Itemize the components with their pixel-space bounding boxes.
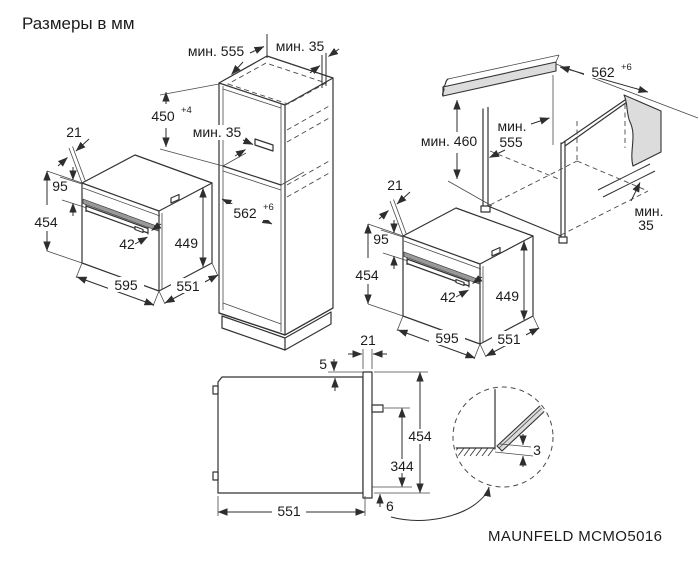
left-oven: 454 95 21 42 449 595 551 (34, 124, 219, 307)
handle-to-bottom-label: 344 (390, 458, 414, 474)
counter-depth-tolerance: +6 (621, 62, 632, 73)
detail-boundary (452, 386, 554, 488)
vent-slot (254, 138, 274, 152)
door-section (362, 371, 373, 499)
niche-left-panel (482, 106, 489, 207)
oven-front-overhang-label: 21 (387, 177, 403, 193)
niche-height-label: 450 (151, 108, 175, 124)
cabinet-shelf (222, 165, 282, 186)
side-vent-slot (170, 193, 180, 204)
cabinet-inner-depth-label: 562 (233, 205, 257, 221)
door-band (403, 251, 480, 285)
top-gap-label: 5 (319, 356, 327, 372)
oven-side-height-label: 449 (175, 235, 199, 251)
niche-height-tolerance: +4 (181, 105, 192, 116)
oven-width-label: 595 (114, 277, 138, 293)
section-height-label: 454 (408, 428, 432, 444)
leader-arrow (390, 486, 491, 521)
wall-panel (623, 94, 662, 167)
cabinet-inner-depth-tolerance: +6 (263, 202, 274, 213)
counter-depth-label: 562 (591, 64, 615, 80)
tall-cabinet: мин. 555 мин. 35 450 +4 мин. 35 562 +6 (146, 34, 340, 351)
detail-circle: 3 (452, 386, 554, 488)
oven-section-body (217, 376, 364, 494)
countertop-break-edge (441, 78, 449, 97)
oven-top-to-handle-label: 95 (373, 231, 389, 247)
oven-handle-clearance-label: 42 (119, 236, 135, 252)
oven-height-label: 454 (34, 214, 58, 230)
counter-niche: 562 +6 мин. 460 мин. 555 мин. 35 (416, 54, 699, 244)
oven-height-label: 454 (355, 267, 379, 283)
cabinet-body (218, 55, 334, 336)
right-oven: 454 95 21 42 449 595 551 (355, 177, 540, 360)
niche-right-panel (560, 99, 628, 238)
oven-top-to-handle-label: 95 (52, 178, 68, 194)
oven-handle-clearance-label: 42 (440, 289, 456, 305)
oven-depth-label: 551 (176, 278, 200, 294)
handle-section (371, 404, 384, 413)
cabinet-top-depth-label: мин. 555 (188, 43, 245, 59)
niche-rear-gap-word: мин. (634, 203, 663, 219)
section-depth-label: 551 (277, 503, 301, 519)
cabinet-rear-gap-label: мин. 35 (276, 38, 325, 54)
side-vent-slot (491, 246, 501, 257)
oven-depth-label: 551 (497, 331, 521, 347)
side-view: 5 21 454 344 6 551 (212, 332, 491, 521)
niche-rear-gap-value: 35 (638, 217, 654, 233)
oven-side-height-label: 449 (496, 288, 520, 304)
oven-width-label: 595 (435, 330, 459, 346)
countertop (442, 61, 557, 97)
door-thickness-label: 21 (360, 332, 376, 348)
door-band (82, 198, 159, 232)
niche-depth-value: 555 (499, 134, 523, 150)
page-title: Размеры в мм (22, 14, 135, 33)
brand-label: MAUNFELD MCMO5016 (488, 528, 662, 545)
bottom-gap-label: 6 (386, 498, 394, 514)
oven-front-overhang-label: 21 (66, 124, 82, 140)
door-clearance-label: 3 (533, 442, 541, 458)
niche-min-height-label: мин. 460 (421, 133, 478, 149)
niche-depth-word: мин. (497, 118, 526, 134)
vent-gap-label: мин. 35 (193, 124, 242, 140)
